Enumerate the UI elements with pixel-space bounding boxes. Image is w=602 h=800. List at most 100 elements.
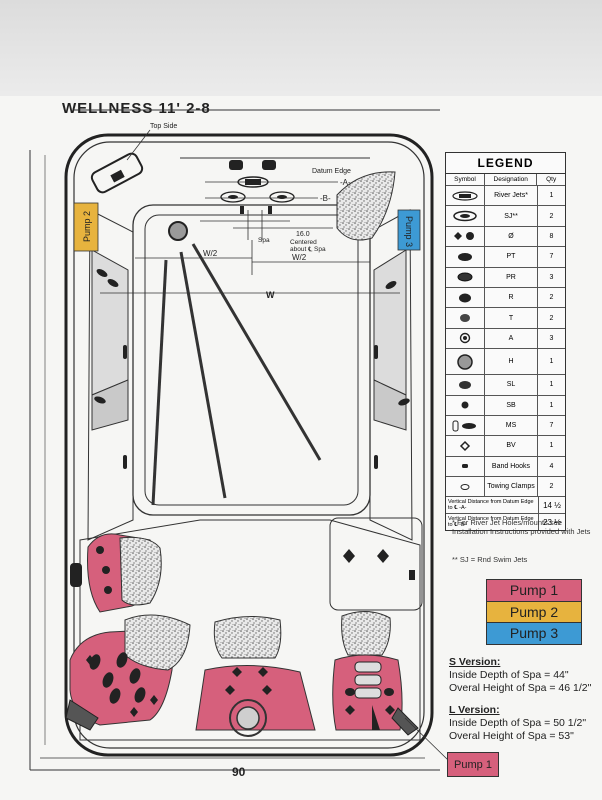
legend-title: LEGEND [446, 153, 565, 174]
legend-qty: 1 [549, 381, 554, 389]
legend-row: River Jets*1 [446, 186, 565, 207]
r-icon [446, 287, 485, 308]
w-half-label-1: W/2 [203, 249, 218, 258]
legend-qty: 8 [549, 232, 554, 240]
ref-b-label: -B- [320, 194, 331, 203]
legend-designation: H [485, 349, 538, 375]
l-version-block: L Version: Inside Depth of Spa = 50 1/2"… [449, 704, 586, 743]
legend-qty: 4 [549, 462, 554, 470]
legend-designation: A [485, 328, 538, 349]
a-icon [446, 328, 485, 349]
legend-row: SB 1 [446, 395, 565, 416]
spa-label: Spa [258, 237, 270, 244]
legend-qty: 1 [549, 358, 554, 366]
legend-qty: 2 [549, 212, 554, 220]
left-foot-pad [65, 699, 99, 731]
sj-icon [446, 206, 485, 226]
river-jet-icon [446, 186, 485, 206]
rail-1 [151, 259, 168, 506]
shell-inner-edge [73, 141, 425, 749]
legend-qty: 7 [549, 422, 554, 430]
s-version-block: S Version: Inside Depth of Spa = 44" Ove… [449, 656, 591, 695]
pump3-key: Pump 3 [487, 623, 581, 644]
swim-jet-2 [269, 191, 295, 203]
left-step [91, 379, 129, 431]
swim-jet-1 [220, 191, 246, 203]
w-half-label-2: W/2 [292, 253, 307, 262]
s-version-heading: S Version: [449, 656, 501, 668]
legend-qty: 3 [549, 334, 554, 342]
dim-90-label: 90 [232, 765, 246, 779]
shell-outer-edge [64, 133, 434, 757]
top-corner-lounger [336, 171, 396, 241]
dim-16-label: 16.0 [296, 231, 310, 238]
t-icon [446, 308, 485, 328]
left-jet-2 [107, 279, 119, 287]
l-version-depth: Inside Depth of Spa = 50 1/2" [449, 717, 587, 729]
legend-distance-a: Vertical Distance from Datum Edge to ℄ -… [446, 497, 565, 515]
s-version-height: Overal Height of Spa = 46 1/2" [449, 682, 592, 694]
legend-qty: 1 [549, 401, 554, 409]
legend-designation: Band Hooks [485, 456, 538, 477]
h-icon [446, 349, 485, 375]
legend-designation: River Jets* [485, 186, 538, 206]
river-jet-note: * For River Jet Holes/mounts see Install… [452, 518, 591, 536]
seat-bottom-left-upper-pad [119, 537, 162, 606]
legend-qty: 2 [549, 483, 554, 491]
legend-distance-b: Vertical Distance from Datum Edge to ℄ -… [448, 514, 561, 531]
centered-label-2: about ℄ Spa [290, 246, 326, 253]
legend-designation: SJ** [485, 206, 538, 226]
towing-clamps-icon [446, 477, 485, 497]
pump2-side-label: Pump 2 [82, 211, 92, 242]
drawing-title: WELLNESS 11' 2-8 [62, 100, 211, 117]
top-side-leader [126, 129, 151, 161]
band-hooks-icon [446, 456, 485, 477]
l-version-heading: L Version: [449, 704, 500, 716]
left-jet-1 [96, 269, 108, 277]
left-seat-outline [87, 209, 134, 541]
legend-designation: MS [485, 415, 538, 436]
datum-edge-label: Datum Edge [312, 168, 351, 175]
sl-icon [446, 375, 485, 395]
pr-icon [446, 267, 485, 287]
w-label: W [266, 290, 275, 300]
right-wall-jet-1 [374, 345, 378, 359]
l-version-height: Overal Height of Spa = 53" [449, 730, 574, 742]
left-wall-jet-1 [123, 345, 127, 359]
rail-2 [179, 251, 227, 499]
legend-designation: PR [485, 267, 538, 287]
bv-icon [446, 436, 485, 456]
seat-bottom-center-headrest [213, 615, 282, 659]
o-jet-icon [446, 226, 485, 247]
right-step [373, 379, 407, 431]
legend-qty: 1 [549, 442, 554, 450]
ms-icon [446, 415, 485, 436]
top-side-pocket [90, 152, 144, 194]
swim-jet-note: ** SJ = Rnd Swim Jets [452, 555, 528, 564]
legend-designation: PT [485, 247, 538, 267]
pump2-side-tag [73, 202, 99, 252]
filter-center [236, 706, 260, 730]
river-jet-core [245, 179, 261, 185]
seat-bottom-left-headrest [124, 614, 191, 671]
pump3-side-label: Pump 3 [404, 216, 414, 247]
river-jet [237, 176, 269, 188]
top-side-label: Top Side [150, 123, 177, 130]
right-lounge-shade [373, 249, 407, 396]
legend-designation: Towing Clamps [485, 477, 538, 497]
legend-header-symbol: Symbol [446, 174, 486, 185]
legend-designation: SB [485, 395, 538, 415]
left-wall-jet-2 [123, 455, 127, 469]
corner-seat-outline [329, 517, 423, 611]
pump3-side-tag [397, 209, 421, 251]
seat-bottom-right-headrest [341, 611, 391, 656]
